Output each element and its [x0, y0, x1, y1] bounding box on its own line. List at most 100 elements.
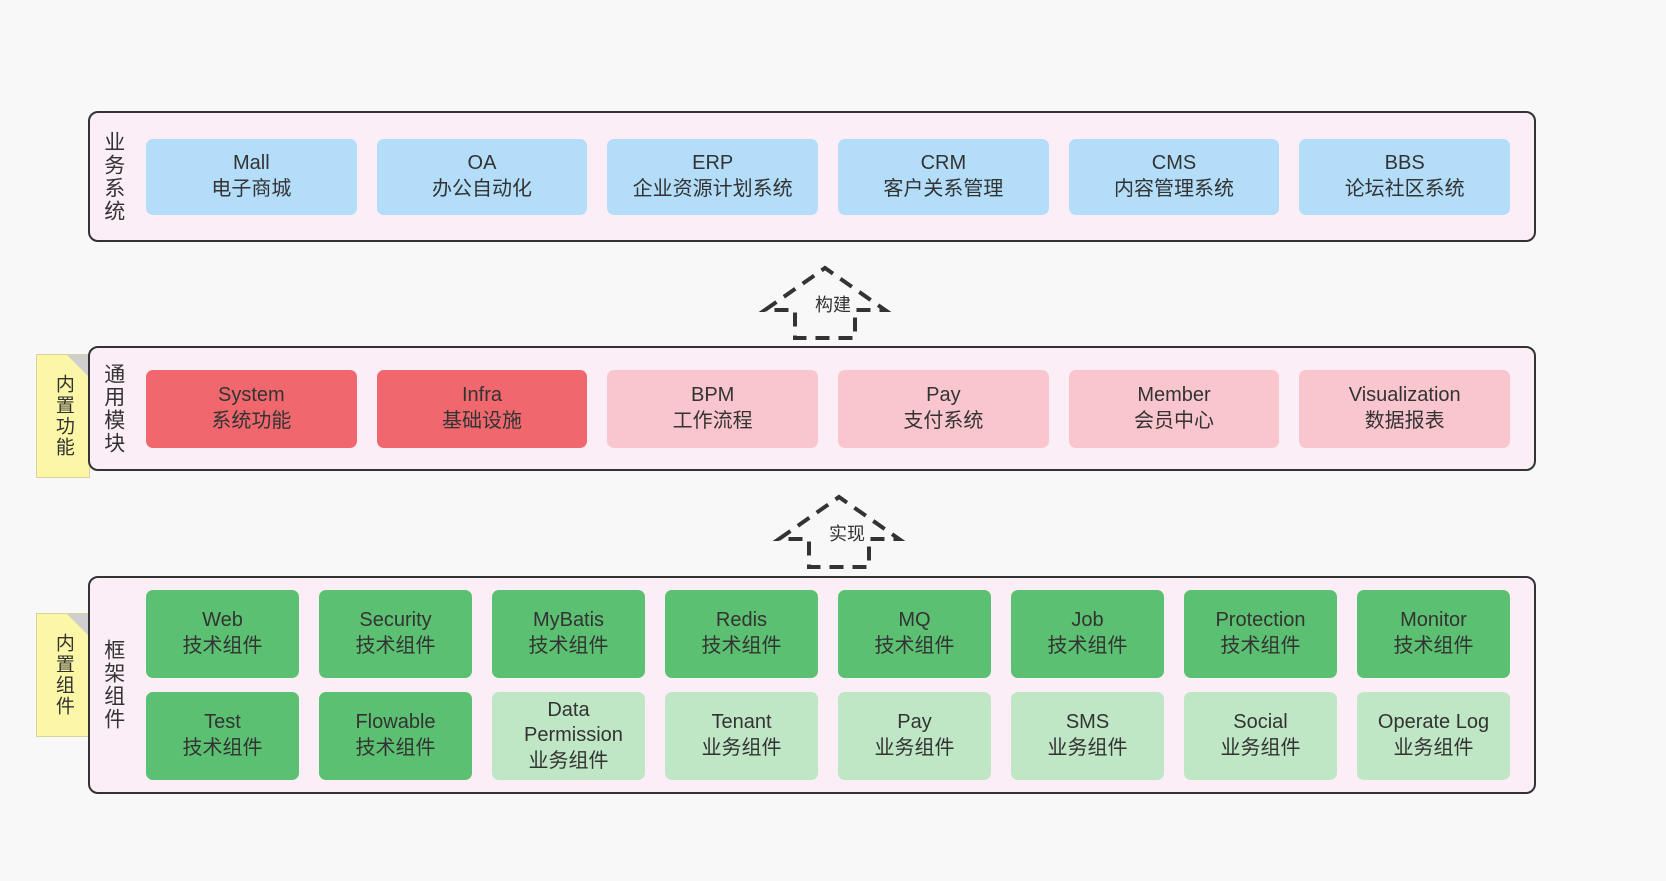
- card-system-name: System: [217, 383, 285, 406]
- card-sms-desc: 业务组件: [1047, 737, 1128, 759]
- card-security-name: Security: [359, 609, 432, 632]
- common-card-row: System 系统功能 Infra 基础设施 BPM 工作流程 Pay 支付系统…: [136, 348, 1534, 469]
- note-fold-corner-icon: [67, 355, 89, 377]
- layer-framework-component: 框架组件 Web 技术组件 Security 技术组件 MyBatis 技术组件…: [88, 576, 1536, 794]
- card-cms[interactable]: CMS 内容管理系统: [1068, 138, 1280, 215]
- card-data-permission-desc: 业务组件: [528, 749, 609, 772]
- card-operate-log-name: Operate Log: [1377, 711, 1490, 734]
- card-data-permission-name: Data Permission: [524, 698, 623, 747]
- card-web-name: Web: [202, 609, 243, 632]
- card-visualization[interactable]: Visualization 数据报表: [1299, 369, 1511, 448]
- card-mall-name: Mall: [233, 151, 270, 174]
- card-security-desc: 技术组件: [355, 634, 436, 657]
- card-social-name: Social: [1233, 711, 1288, 734]
- card-mq-desc: 技术组件: [874, 634, 955, 657]
- card-flowable[interactable]: Flowable 技术组件: [319, 691, 472, 781]
- card-erp-name: ERP: [692, 151, 734, 174]
- card-bpm-desc: 工作流程: [672, 409, 753, 432]
- card-tenant[interactable]: Tenant 业务组件: [665, 691, 818, 781]
- card-erp[interactable]: ERP 企业资源计划系统: [607, 138, 819, 215]
- layer-business-system-title: 业务系统: [101, 130, 125, 223]
- card-cms-desc: 内容管理系统: [1114, 177, 1235, 200]
- card-erp-desc: 企业资源计划系统: [632, 177, 793, 200]
- card-visualization-name: Visualization: [1348, 383, 1461, 406]
- card-protection-name: Protection: [1215, 609, 1306, 632]
- card-job-name: Job: [1071, 609, 1104, 632]
- card-system[interactable]: System 系统功能: [146, 369, 357, 448]
- card-protection-desc: 技术组件: [1220, 634, 1301, 657]
- card-security[interactable]: Security 技术组件: [319, 589, 472, 678]
- card-infra-name: Infra: [461, 383, 503, 406]
- card-mybatis[interactable]: MyBatis 技术组件: [492, 589, 645, 678]
- card-flowable-desc: 技术组件: [355, 737, 436, 759]
- card-member[interactable]: Member 会员中心: [1068, 369, 1280, 448]
- card-redis[interactable]: Redis 技术组件: [665, 589, 818, 678]
- note-builtin-component-label: 内置组件: [52, 633, 74, 717]
- card-sms[interactable]: SMS 业务组件: [1011, 691, 1164, 781]
- card-pay-module[interactable]: Pay 支付系统: [838, 369, 1049, 448]
- card-job-desc: 技术组件: [1047, 634, 1128, 657]
- card-redis-name: Redis: [715, 609, 768, 632]
- note-builtin-component: 内置组件: [36, 613, 90, 737]
- card-pay-component[interactable]: Pay 业务组件: [838, 691, 991, 781]
- card-oa[interactable]: OA 办公自动化: [376, 138, 588, 215]
- card-test-desc: 技术组件: [182, 737, 263, 759]
- card-cms-name: CMS: [1151, 151, 1197, 174]
- card-pay-module-desc: 支付系统: [903, 409, 984, 432]
- card-web-desc: 技术组件: [182, 634, 263, 657]
- card-operate-log-desc: 业务组件: [1393, 737, 1474, 759]
- card-oa-desc: 办公自动化: [432, 177, 532, 200]
- card-infra-desc: 基础设施: [442, 409, 522, 432]
- card-tenant-desc: 业务组件: [701, 737, 782, 759]
- card-protection[interactable]: Protection 技术组件: [1184, 589, 1337, 678]
- card-sms-name: SMS: [1065, 711, 1110, 734]
- card-bpm[interactable]: BPM 工作流程: [607, 369, 819, 448]
- card-bbs-name: BBS: [1384, 151, 1425, 174]
- card-social[interactable]: Social 业务组件: [1184, 691, 1337, 781]
- layer-business-system: 业务系统 Mall 电子商城 OA 办公自动化 ERP 企业资源计划系统 CRM…: [88, 111, 1536, 242]
- card-infra[interactable]: Infra 基础设施: [376, 369, 588, 448]
- framework-row-tech: Web 技术组件 Security 技术组件 MyBatis 技术组件 Redi…: [136, 589, 1520, 678]
- card-oa-name: OA: [467, 151, 497, 174]
- framework-row-business: Test 技术组件 Flowable 技术组件 Data Permission …: [136, 691, 1520, 781]
- card-social-desc: 业务组件: [1220, 737, 1301, 759]
- card-bbs-desc: 论坛社区系统: [1344, 177, 1465, 200]
- card-monitor-name: Monitor: [1400, 609, 1467, 632]
- card-monitor[interactable]: Monitor 技术组件: [1357, 589, 1510, 678]
- layer-common-module: 通用模块 System 系统功能 Infra 基础设施 BPM 工作流程 Pay…: [88, 346, 1536, 471]
- card-member-name: Member: [1137, 383, 1211, 406]
- card-member-desc: 会员中心: [1134, 409, 1215, 432]
- card-pay-component-name: Pay: [897, 711, 932, 734]
- card-pay-component-desc: 业务组件: [874, 737, 955, 759]
- note-builtin-function: 内置功能: [36, 354, 90, 478]
- card-mq-name: MQ: [898, 609, 931, 632]
- business-card-row: Mall 电子商城 OA 办公自动化 ERP 企业资源计划系统 CRM 客户关系…: [136, 113, 1534, 240]
- card-mq[interactable]: MQ 技术组件: [838, 589, 991, 678]
- card-mybatis-name: MyBatis: [532, 609, 605, 632]
- connector-build-label: 构建: [815, 295, 851, 315]
- framework-grid: Web 技术组件 Security 技术组件 MyBatis 技术组件 Redi…: [136, 578, 1534, 792]
- card-mybatis-desc: 技术组件: [528, 634, 609, 657]
- card-test[interactable]: Test 技术组件: [146, 691, 299, 781]
- card-monitor-desc: 技术组件: [1393, 634, 1474, 657]
- card-mall[interactable]: Mall 电子商城: [146, 138, 357, 215]
- card-pay-module-name: Pay: [926, 383, 961, 406]
- connector-build: 构建: [755, 260, 905, 345]
- note-fold-corner-icon: [67, 614, 89, 636]
- card-operate-log[interactable]: Operate Log 业务组件: [1357, 691, 1510, 781]
- card-job[interactable]: Job 技术组件: [1011, 589, 1164, 678]
- connector-implement-label: 实现: [829, 524, 865, 544]
- card-bbs[interactable]: BBS 论坛社区系统: [1299, 138, 1511, 215]
- card-system-desc: 系统功能: [211, 409, 292, 432]
- card-redis-desc: 技术组件: [701, 634, 782, 657]
- card-crm-desc: 客户关系管理: [883, 177, 1004, 200]
- card-web[interactable]: Web 技术组件: [146, 589, 299, 678]
- card-test-name: Test: [204, 711, 241, 734]
- layer-common-module-title: 通用模块: [101, 362, 125, 455]
- card-crm[interactable]: CRM 客户关系管理: [838, 138, 1049, 215]
- note-builtin-function-label: 内置功能: [52, 374, 74, 458]
- card-data-permission[interactable]: Data Permission 业务组件: [492, 691, 645, 781]
- card-bpm-name: BPM: [691, 383, 735, 406]
- card-crm-name: CRM: [920, 151, 967, 174]
